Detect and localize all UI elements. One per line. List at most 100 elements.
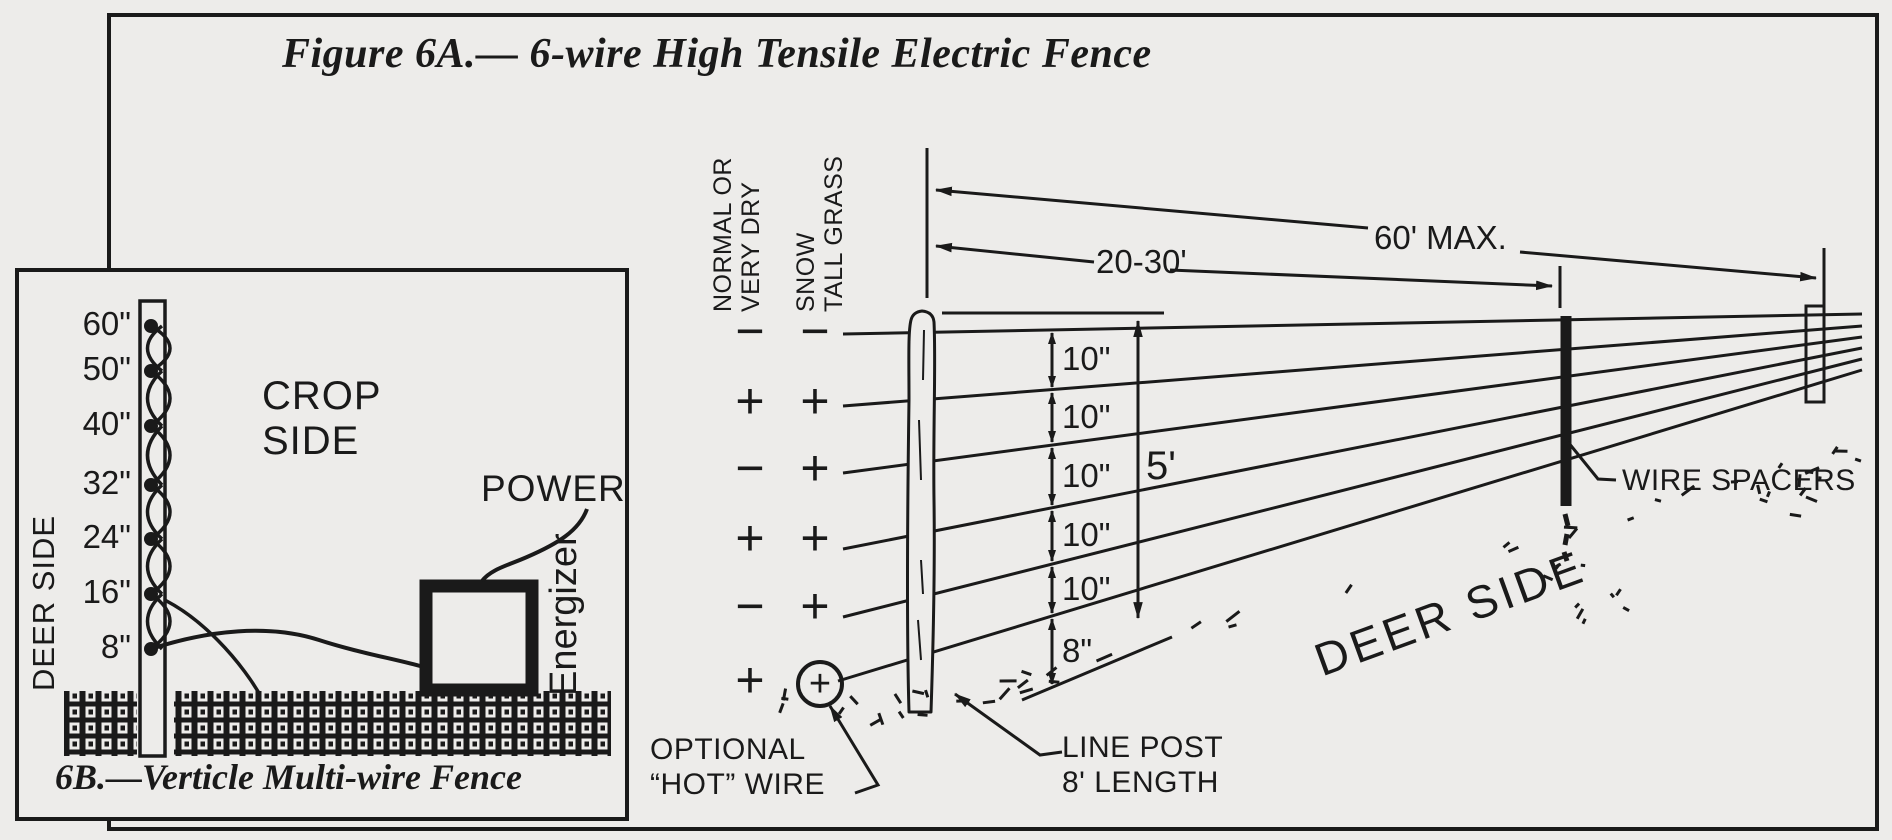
ground-mark bbox=[1806, 497, 1817, 502]
ground-mark bbox=[1805, 468, 1819, 474]
polarity-normal-dry: + bbox=[735, 510, 765, 566]
wire-2 bbox=[843, 326, 1862, 406]
dim-2030-right-arrow bbox=[1170, 270, 1554, 291]
energizer-lead-wire bbox=[151, 631, 420, 666]
polarity-snow-grass: + bbox=[800, 373, 830, 429]
ground-mark bbox=[1569, 528, 1577, 538]
ground-mark bbox=[1049, 681, 1060, 682]
ground-mark bbox=[1611, 594, 1614, 598]
wire-1 bbox=[843, 314, 1862, 334]
figure-title-main: — 6-wire High Tensile Electric Fence bbox=[476, 31, 1152, 77]
ground-mark bbox=[1790, 514, 1801, 516]
polarity-snow-grass: + bbox=[800, 440, 830, 496]
wire-spacers-leader bbox=[1568, 442, 1616, 480]
wire-height-label: 32" bbox=[82, 464, 131, 501]
ground-mark bbox=[1682, 486, 1695, 495]
dim-60-right-arrow bbox=[1520, 252, 1818, 282]
inset-caption: 6B.—Verticle Multi-wire Fence bbox=[55, 757, 522, 797]
ground-mark bbox=[850, 696, 857, 704]
wire-spacing-label: 10" bbox=[1062, 516, 1111, 553]
wire-spacing-label: 10" bbox=[1062, 340, 1111, 377]
wire-height-label: 16" bbox=[82, 573, 131, 610]
ground-mark bbox=[899, 712, 903, 718]
ground-mark bbox=[1855, 459, 1861, 461]
ground-mark bbox=[1503, 542, 1509, 547]
energizer-label: Energizer bbox=[543, 533, 585, 696]
dim-60-left-arrow bbox=[934, 186, 1368, 228]
earth-band-left bbox=[64, 691, 137, 756]
ground-mark bbox=[1047, 667, 1057, 675]
ground-mark bbox=[879, 713, 883, 725]
crop-side-label: CROP SIDE bbox=[262, 374, 382, 463]
polarity-normal-dry: + bbox=[735, 373, 765, 429]
ground-mark bbox=[839, 707, 843, 713]
wire-6 bbox=[838, 370, 1862, 681]
ground-mark bbox=[1577, 609, 1583, 619]
ground-mark bbox=[983, 701, 995, 703]
ground-mark bbox=[1655, 500, 1661, 502]
ground-mark bbox=[1758, 485, 1760, 494]
optional-hot-wire-label-line2: “HOT” WIRE bbox=[650, 768, 825, 801]
line-post-label-line2: 8' LENGTH bbox=[1062, 766, 1219, 799]
power-label: POWER bbox=[481, 468, 626, 509]
earth-band-right bbox=[174, 691, 611, 756]
dim-60max-label: 60' MAX. bbox=[1374, 219, 1507, 256]
polarity-normal-dry: − bbox=[735, 303, 765, 359]
ground-mark bbox=[1767, 491, 1769, 496]
ground-mark bbox=[780, 703, 784, 712]
power-cord bbox=[482, 509, 587, 581]
line-post-leader bbox=[955, 694, 1062, 755]
ground-mark bbox=[1000, 688, 1010, 699]
dim-2030-label: 20-30' bbox=[1096, 243, 1187, 280]
ground-mark bbox=[1564, 527, 1577, 528]
ground-mark bbox=[1583, 619, 1585, 624]
polarity-snow-grass: + bbox=[800, 510, 830, 566]
ground-mark bbox=[1581, 565, 1585, 566]
ground-mark bbox=[1799, 474, 1800, 487]
polarity-normal-dry: − bbox=[735, 440, 765, 496]
ground-mark bbox=[1575, 604, 1579, 608]
wire-height-label: 50" bbox=[82, 350, 131, 387]
polarity-normal-dry: − bbox=[735, 578, 765, 634]
wire-5 bbox=[843, 359, 1862, 617]
polarity-snow-grass: + bbox=[800, 578, 830, 634]
dim-5ft-label: 5' bbox=[1146, 444, 1176, 488]
deer-side-label-inset: DEER SIDE bbox=[26, 514, 61, 691]
ground-mark bbox=[1543, 576, 1552, 580]
wire-4 bbox=[843, 348, 1862, 549]
wire-height-label: 40" bbox=[82, 405, 131, 442]
ground-mark bbox=[1346, 585, 1352, 593]
ground-mark bbox=[1623, 607, 1629, 610]
ground-mark bbox=[912, 691, 924, 694]
ground-mark bbox=[1097, 654, 1113, 661]
ground-mark bbox=[1556, 564, 1561, 567]
inset-figure-6b: 60"50"40"32"24"16"8" DEER SIDE CROP SIDE… bbox=[15, 268, 629, 821]
line-post bbox=[907, 311, 934, 712]
ground-mark bbox=[1229, 625, 1237, 627]
wire-weave bbox=[148, 326, 171, 649]
energizer-box bbox=[426, 586, 532, 690]
wire-spacer-below-ground bbox=[1564, 514, 1568, 561]
ground-mark bbox=[1760, 499, 1768, 502]
ground-mark bbox=[1800, 488, 1806, 495]
wire-spacing-label: 8" bbox=[1062, 631, 1093, 669]
wire-spacing-label: 10" bbox=[1062, 397, 1111, 435]
figure-title-prefix: Figure 6A. bbox=[282, 31, 477, 77]
figure-title: Figure 6A.— 6-wire High Tensile Electric… bbox=[282, 30, 1152, 78]
wire-dots bbox=[144, 319, 158, 656]
ground-mark bbox=[1779, 463, 1782, 468]
wire-height-label: 8" bbox=[100, 628, 131, 665]
ground-mark bbox=[1628, 518, 1634, 520]
wire-spacing-label: 10" bbox=[1062, 456, 1111, 494]
wire-spacers-label: WIRE SPACERS bbox=[1622, 464, 1856, 497]
line-post-grain bbox=[918, 330, 924, 660]
optional-hot-wire-symbol: + bbox=[796, 660, 844, 708]
ground-mark bbox=[1020, 689, 1033, 693]
ground-reference-line bbox=[1022, 637, 1172, 700]
ground-mark bbox=[1508, 547, 1518, 551]
ground-mark bbox=[895, 694, 901, 703]
inset-lineart bbox=[64, 272, 611, 817]
line-post-label-line1: LINE POST bbox=[1062, 731, 1224, 764]
